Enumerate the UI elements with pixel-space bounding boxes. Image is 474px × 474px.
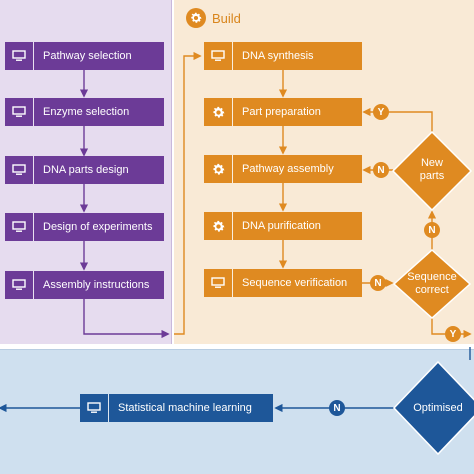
optimised-label: Optimised xyxy=(413,402,463,414)
monitor-icon xyxy=(5,271,34,299)
step-label: DNA purification xyxy=(242,220,321,232)
step-label: Pathway assembly xyxy=(242,163,334,175)
monitor-icon xyxy=(204,269,233,297)
step-label: Sequence verification xyxy=(242,277,348,289)
step-label: Pathway selection xyxy=(43,50,132,62)
step-label: Enzyme selection xyxy=(43,106,130,118)
step-label: Design of experiments xyxy=(43,221,153,233)
gear-icon xyxy=(204,212,233,240)
step-statistical-machine-learning[interactable]: Statistical machine learning xyxy=(80,394,273,422)
monitor-icon xyxy=(5,42,34,70)
new-parts-label: New parts xyxy=(419,157,445,182)
gear-icon xyxy=(204,155,233,183)
monitor-icon xyxy=(5,213,34,241)
step-pathway-selection[interactable]: Pathway selection xyxy=(5,42,164,70)
step-assembly-instructions[interactable]: Assembly instructions xyxy=(5,271,164,299)
new-parts-below-badge: N xyxy=(424,222,440,238)
new-parts-no-badge: N xyxy=(373,162,389,178)
gear-icon xyxy=(204,98,233,126)
sequence-correct-label: Sequence correct xyxy=(407,271,457,296)
step-dna-synthesis[interactable]: DNA synthesis xyxy=(204,42,362,70)
panel-divider xyxy=(0,344,474,349)
build-section-title: Build xyxy=(212,11,241,26)
step-dna-purification[interactable]: DNA purification xyxy=(204,212,362,240)
monitor-icon xyxy=(5,156,34,184)
step-pathway-assembly[interactable]: Pathway assembly xyxy=(204,155,362,183)
optimised-diamond xyxy=(392,360,474,456)
step-label: DNA parts design xyxy=(43,164,129,176)
monitor-icon xyxy=(5,98,34,126)
gear-icon xyxy=(191,12,202,23)
step-dna-parts-design[interactable]: DNA parts design xyxy=(5,156,164,184)
step-part-preparation[interactable]: Part preparation xyxy=(204,98,362,126)
optimised-no-badge: N xyxy=(329,400,345,416)
step-label: DNA synthesis xyxy=(242,50,314,62)
arrow-assembly-to-build xyxy=(83,299,170,339)
step-label: Assembly instructions xyxy=(43,279,150,291)
step-label: Statistical machine learning xyxy=(118,402,252,414)
new-parts-yes-badge: Y xyxy=(373,104,389,120)
arrow-into-dna-synthesis xyxy=(174,51,202,335)
monitor-icon xyxy=(204,42,233,70)
build-gear-badge xyxy=(186,8,206,28)
sequence-correct-yes-badge: Y xyxy=(445,326,461,342)
monitor-icon xyxy=(80,394,109,422)
sequence-correct-no-badge: N xyxy=(370,275,386,291)
new-parts-diamond xyxy=(391,130,473,212)
step-sequence-verification[interactable]: Sequence verification xyxy=(204,269,362,297)
step-design-of-experiments[interactable]: Design of experiments xyxy=(5,213,164,241)
step-label: Part preparation xyxy=(242,106,321,118)
step-enzyme-selection[interactable]: Enzyme selection xyxy=(5,98,164,126)
sequence-correct-diamond xyxy=(392,248,472,320)
